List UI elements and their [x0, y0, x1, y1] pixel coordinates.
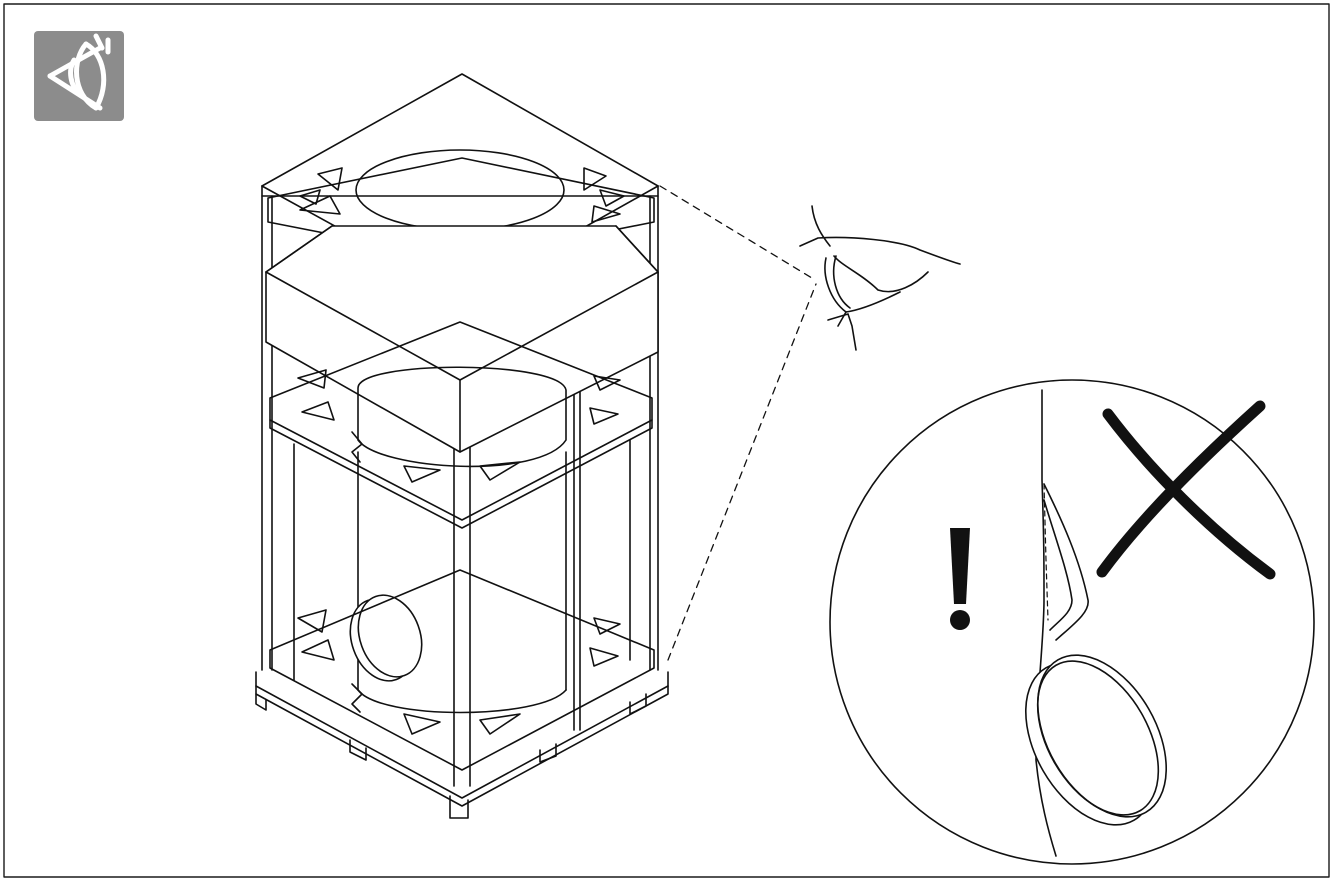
detail-pipe-cap: [1024, 654, 1168, 826]
middle-foam-ring: [269, 321, 653, 529]
damage-detail-view: [829, 379, 1315, 865]
observer-eye-icon: [799, 205, 961, 351]
top-foam-ring: [267, 149, 655, 261]
bottom-foam-ring: [269, 569, 655, 771]
packaged-tank-illustration: [255, 73, 669, 819]
pipe-cap: [349, 594, 423, 682]
exclamation-icon: [950, 528, 970, 630]
cross-mark-icon: [1096, 400, 1276, 580]
visual-inspection-eye-icon: [34, 31, 124, 121]
accessory-box: [265, 225, 659, 453]
sight-lines: [659, 185, 817, 661]
pallet: [255, 671, 669, 819]
figure-frame: [3, 3, 1330, 878]
